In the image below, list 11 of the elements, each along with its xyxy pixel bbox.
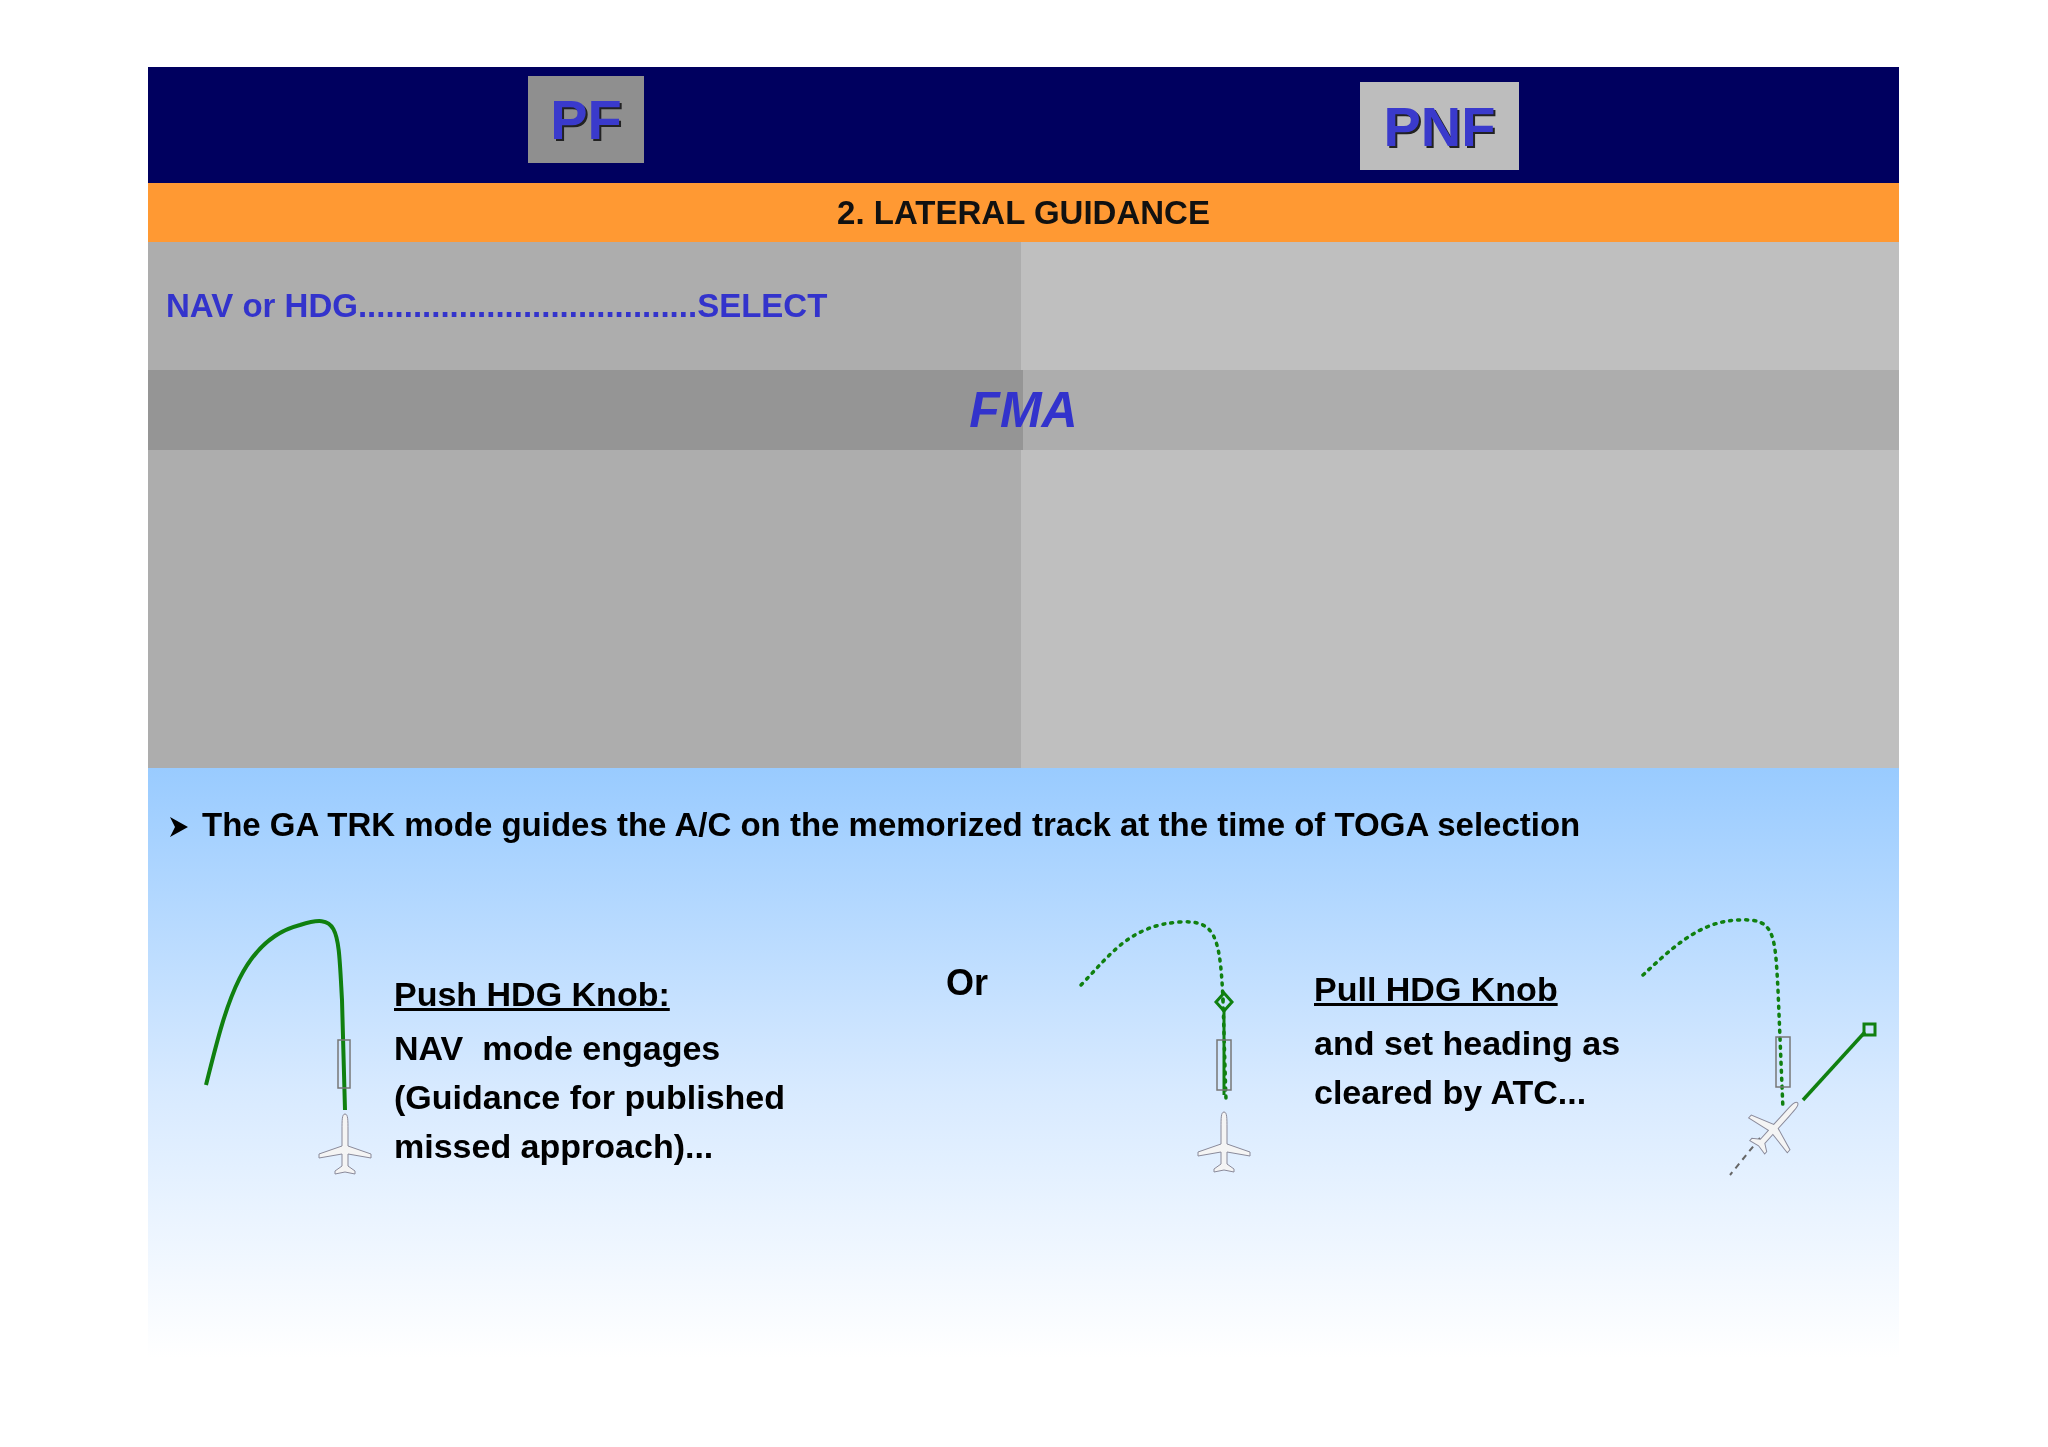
or-text: Or [946,962,988,1004]
instruction-heading: Push HDG Knob: [394,975,670,1014]
instruction-text: NAV mode engages (Guidance for published missed approach)... [394,1028,787,1167]
checklist-item: NAV or HDG.....................................SELECT [148,242,1021,370]
pf-label-box: PF [528,76,644,163]
section-heading-band: 2. LATERAL GUIDANCE [148,183,1899,242]
bullet-text: The GA TRK mode guides the A/C on the memorized track at the time of TOGA selection [202,806,1581,844]
instruction-text: and set heading as cleared by ATC... [1314,1023,1622,1113]
fma-band: FMA [148,370,1899,450]
pnf-label-box: PNF [1360,82,1519,170]
instruction-heading: Pull HDG Knob [1314,970,1558,1009]
